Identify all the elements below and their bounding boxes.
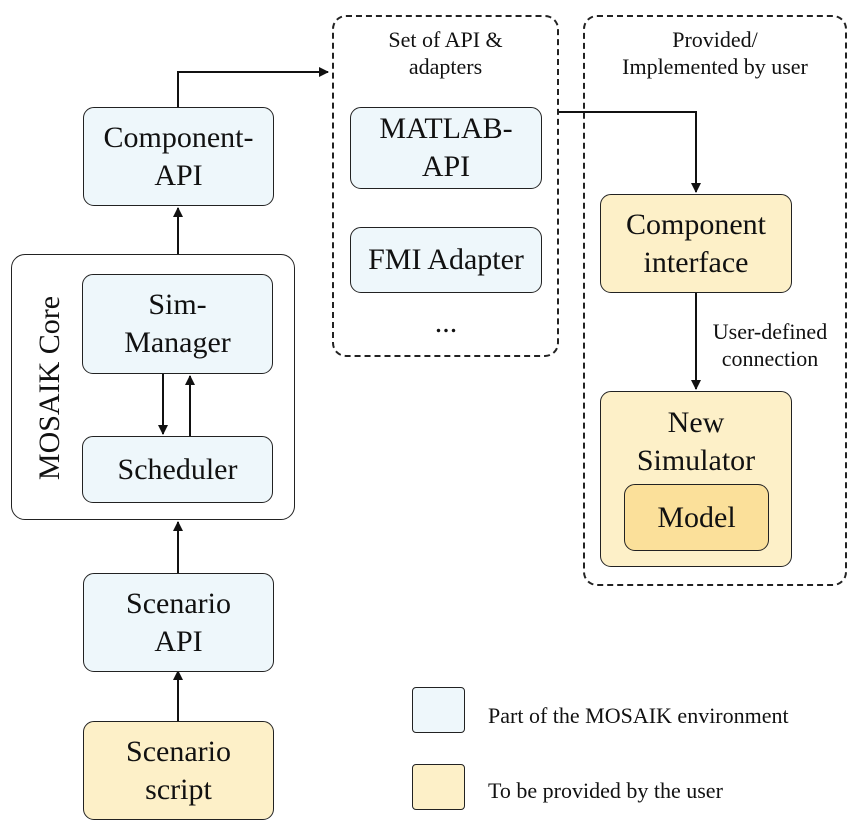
model-label: Model: [657, 500, 736, 534]
matlab-api-label: MATLAB- API: [379, 112, 513, 183]
api-adapters-label: Set of API & adapters: [388, 27, 503, 79]
user-provided-group: [583, 15, 847, 586]
mosaik-core-label: MOSAIK Core: [33, 295, 66, 481]
scenario-script-node: Scenario script: [83, 721, 274, 820]
component-interface-node: Component interface: [600, 194, 792, 293]
fmi-adapter-node: FMI Adapter: [350, 227, 542, 293]
sim-manager-label: Sim- Manager: [124, 288, 231, 359]
component-interface-label: Component interface: [626, 207, 766, 279]
scheduler-label: Scheduler: [117, 452, 238, 486]
user-defined-connection-label: User-defined connection: [712, 319, 828, 371]
fmi-adapter-label: FMI Adapter: [368, 243, 524, 276]
arrow-adapters-to-component-interface: [558, 111, 701, 193]
legend-swatch-user: [412, 764, 465, 810]
legend-swatch-environment: [412, 687, 465, 733]
legend-label-environment: Part of the MOSAIK environment: [488, 703, 789, 728]
model-node: Model: [624, 484, 769, 551]
api-adapters-group: [332, 15, 559, 357]
scheduler-node: Scheduler: [82, 436, 273, 503]
mosaik-core-group: [11, 254, 295, 520]
more-adapters-ellipsis: ...: [434, 306, 458, 339]
component-api-label: Component- API: [103, 120, 254, 192]
component-api-node: Component- API: [83, 107, 274, 206]
user-provided-label: Provided/ Implemented by user: [622, 27, 808, 79]
sim-manager-node: Sim- Manager: [82, 274, 273, 374]
arrow-component-api-to-adapters: [177, 67, 329, 107]
scenario-api-node: Scenario API: [83, 573, 274, 672]
scenario-api-label: Scenario API: [126, 586, 231, 658]
scenario-script-label: Scenario script: [126, 734, 231, 806]
legend-label-user: To be provided by the user: [488, 778, 723, 803]
matlab-api-node: MATLAB- API: [350, 107, 542, 189]
new-simulator-label: New Simulator: [636, 406, 756, 477]
